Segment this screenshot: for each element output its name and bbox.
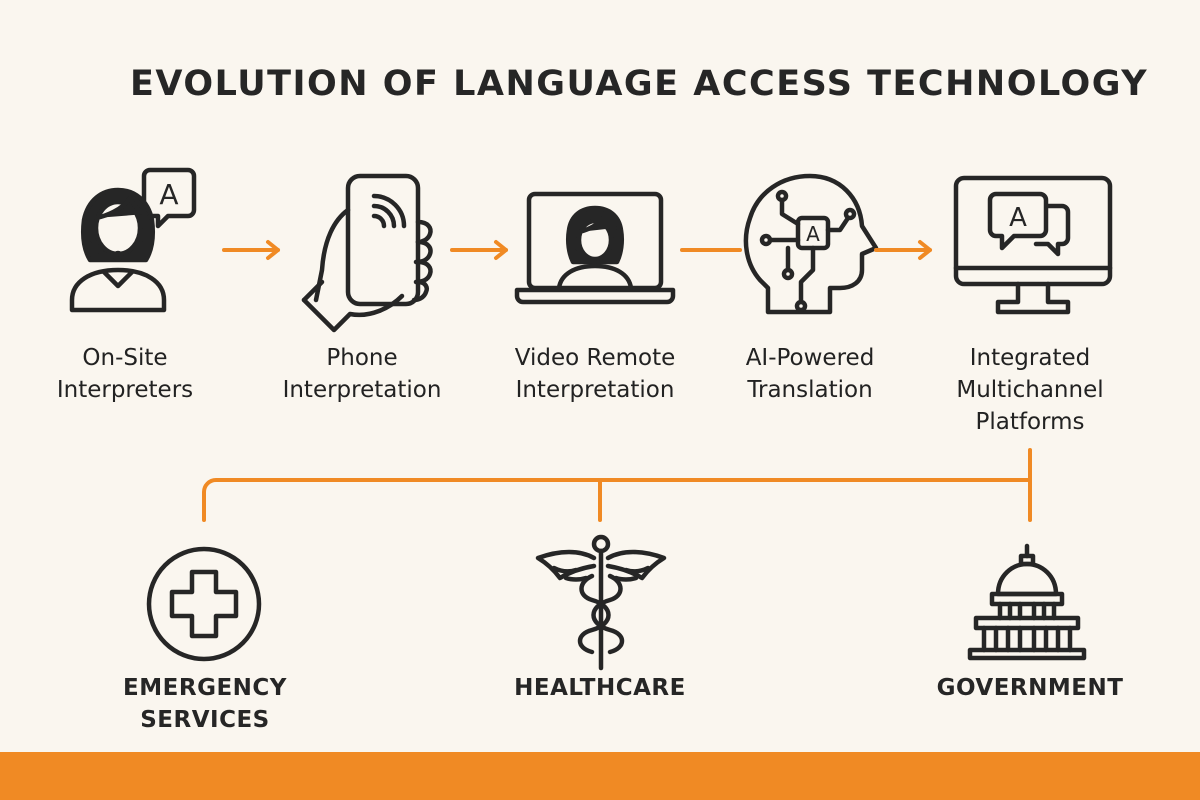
arrow-right-1 (222, 240, 284, 260)
sector-label-government: GOVERNMENT (936, 675, 1124, 701)
sector-label-healthcare: HEALTHCARE (514, 675, 686, 701)
phone-in-hand-icon (298, 170, 438, 335)
medical-cross-icon (144, 544, 264, 664)
arrow-right-3 (680, 240, 742, 260)
monitor-chat-icon: A (950, 172, 1116, 322)
stage-label-phone: Phone Interpretation (282, 345, 442, 403)
caduceus-icon (534, 534, 668, 671)
monitor-glyph: A (1009, 203, 1027, 233)
footer-bar (0, 752, 1200, 800)
arrow-right-2 (450, 240, 512, 260)
stage-label-integrated: Integrated Multichannel Platforms (956, 345, 1104, 435)
stage-label-on-site: On-Site Interpreters (56, 345, 194, 403)
stage-label-ai: AI-Powered Translation (745, 345, 875, 403)
arrow-right-4 (874, 240, 936, 260)
stage-label-video: Video Remote Interpretation (514, 345, 676, 403)
video-laptop-icon (514, 190, 676, 308)
interpreter-headset-icon: A (62, 160, 222, 320)
speech-glyph: A (159, 178, 178, 211)
ai-head-icon: A (740, 170, 879, 320)
capitol-building-icon (966, 542, 1088, 662)
page-title: EVOLUTION OF LANGUAGE ACCESS TECHNOLOGY (130, 64, 1149, 104)
ai-glyph: A (806, 222, 820, 246)
sector-label-emergency: EMERGENCY SERVICES (123, 675, 287, 733)
